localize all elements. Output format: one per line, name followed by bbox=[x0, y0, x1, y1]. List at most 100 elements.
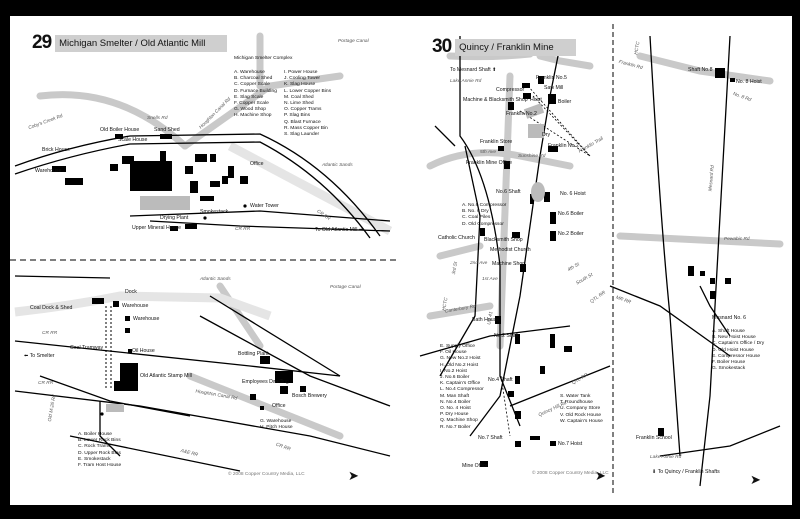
road-label: 5th Ave bbox=[480, 150, 497, 155]
rail-label: CR RR bbox=[42, 331, 58, 336]
building-label: Warehouse bbox=[35, 168, 62, 174]
building-label: No.2 Shaft bbox=[494, 333, 519, 339]
legend-item: N. Lime Shed bbox=[284, 101, 314, 107]
legend-item: A. Boiler House bbox=[78, 432, 112, 437]
legend-item: D. Old Compressor bbox=[462, 221, 504, 227]
legend-item: C. Rock Trams bbox=[78, 444, 111, 450]
direction-label: ⬅ To Smelter bbox=[24, 353, 55, 359]
rail-label: CR RR bbox=[235, 227, 251, 232]
building-label: Upper Mineral House bbox=[132, 225, 182, 231]
road-label: Lake Annie Rd bbox=[650, 455, 682, 460]
legend-item: S. Slag Launder bbox=[284, 132, 320, 138]
legend-item: J. Cooling Tower bbox=[284, 76, 321, 82]
legend-item: P. Dry House bbox=[440, 412, 469, 418]
building-label: Brick House bbox=[42, 147, 70, 153]
legend-item: I. No.2 Hoist bbox=[440, 368, 467, 374]
building-label: Bottling Plant bbox=[238, 351, 269, 357]
legend-item: B. No. 6 Dry bbox=[462, 209, 489, 215]
legend-item: R. Mass Copper Bin bbox=[284, 125, 328, 131]
building-label: Shaft No.8 bbox=[688, 67, 713, 73]
building-label: Old Boiler House bbox=[100, 127, 140, 133]
place-label: Atlantic Sands bbox=[322, 163, 353, 168]
legend-item: O. No. 4 Hoist bbox=[440, 406, 471, 412]
legend-item: G. Warehouse bbox=[260, 419, 292, 424]
place-label: Portage Canal bbox=[330, 285, 361, 290]
direction-label: ⬇ To Quincy / Franklin Shafts bbox=[652, 469, 720, 475]
legend-item: E. Supply Office bbox=[440, 344, 475, 349]
legend-item: K. Captain's Office bbox=[440, 381, 481, 387]
building-label: Warehouse bbox=[133, 316, 160, 322]
legend-item: E. Smokestack bbox=[78, 456, 111, 462]
legend-item: W. Captain's House bbox=[560, 418, 603, 424]
legend-item: F. Tram Host House bbox=[78, 463, 122, 469]
legend-item: K. Slag House bbox=[284, 82, 316, 88]
direction-label: To Mesnard Shaft ⬆ bbox=[450, 67, 497, 73]
building-label: Machine Shop bbox=[492, 261, 526, 267]
page-number: 29 bbox=[32, 32, 52, 53]
building-label: Franklin Store bbox=[480, 139, 513, 145]
legend-item: H. Pitch House bbox=[260, 425, 293, 431]
legend-item: C. Captain's Office / Dry bbox=[712, 341, 765, 347]
building-label: Blacksmith Shop bbox=[484, 237, 523, 243]
legend-item: U. Company Store bbox=[560, 406, 601, 412]
legend-item: V. Old Rock House bbox=[560, 412, 602, 418]
legend-item: B. Lower Rock Bins bbox=[78, 438, 121, 444]
road-label: Portage Canal bbox=[338, 39, 369, 44]
legend-item: C. Coal Piles bbox=[462, 215, 491, 221]
building-label: No.2 Boiler bbox=[558, 231, 584, 237]
legend-item: F. Copper Scale bbox=[234, 101, 269, 107]
building-label: Saw Mill bbox=[544, 85, 564, 91]
legend-item: M. Coal Shed bbox=[284, 94, 314, 100]
building-label: Franklin No.2 bbox=[548, 143, 579, 149]
legend-item: M. Man Shaft bbox=[440, 393, 470, 399]
legend-item: L. Lower Copper Bins bbox=[284, 88, 332, 94]
building-label: Old Atlantic Stamp Mill bbox=[140, 373, 192, 379]
legend-item: D. Upper Rock Bins bbox=[78, 450, 121, 456]
building-label: Water Tower bbox=[250, 203, 279, 209]
building-label: Franklin No.2 bbox=[506, 111, 537, 117]
legend-item: J. No.6 Boiler bbox=[440, 375, 470, 381]
map-29-lines bbox=[10, 32, 402, 472]
legend-item: E. Compressor House bbox=[712, 353, 761, 359]
building-label: Bath House bbox=[472, 317, 500, 323]
map-legend-29: Michigan Smelter Complex bbox=[234, 56, 292, 62]
legend-item: T. Roundhouse bbox=[560, 400, 593, 406]
building-label: No. 8 Hoist bbox=[736, 79, 762, 85]
building-label: Hoist bbox=[530, 97, 542, 103]
legend-item: O. Copper Trams bbox=[284, 107, 322, 113]
legend-item: D. Furnace Building bbox=[234, 88, 277, 94]
legend-item: Q. Blast Furnace bbox=[284, 119, 321, 125]
legend-item: Q. Machine Shop bbox=[440, 418, 478, 424]
building-label: Smokestack bbox=[200, 209, 229, 215]
legend-item: A. Shaft House bbox=[712, 329, 745, 334]
legend-item: R. No.7 Boiler bbox=[440, 424, 471, 430]
building-label: Catholic Church bbox=[438, 235, 475, 241]
legend-item: D. Old Hoist House bbox=[712, 347, 754, 353]
building-label: Sand Shed bbox=[154, 127, 180, 133]
building-label: Drying Plant bbox=[160, 215, 189, 221]
page-number: 30 bbox=[432, 36, 452, 57]
building-label: No.7 Hoist bbox=[558, 441, 583, 447]
copyright: © 2008 Copper Country Media, LLC bbox=[532, 471, 609, 476]
building-label: Dock bbox=[125, 289, 137, 295]
legend-item: G. Smokestack bbox=[712, 366, 746, 372]
building-label: Office bbox=[250, 161, 264, 167]
building-label: Coal Dock & Shed bbox=[30, 305, 73, 311]
page-header-29: 29 Michigan Smelter / Old Atlantic Mill bbox=[32, 32, 228, 54]
building-label: No.7 Shaft bbox=[478, 435, 503, 441]
building-label: Franklin School bbox=[636, 435, 672, 441]
legend-item: F. Oil House bbox=[440, 350, 467, 356]
building-label: Oil House bbox=[132, 348, 155, 354]
legend-item: N. No.4 Boiler bbox=[440, 399, 471, 405]
building-label: Coal Tramway bbox=[70, 345, 104, 351]
legend-item: G. New No.2 Hoist bbox=[440, 356, 481, 362]
map-30-lines bbox=[419, 24, 784, 496]
building-label: Warehouse bbox=[122, 303, 149, 309]
